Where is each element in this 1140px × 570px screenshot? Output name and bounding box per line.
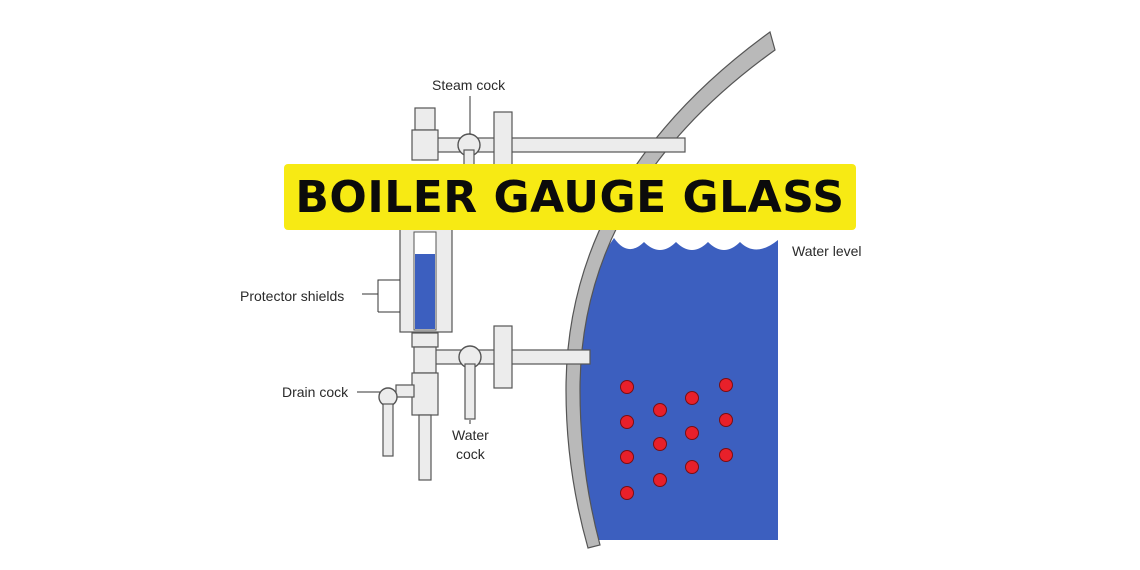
bubble: [620, 380, 634, 394]
bubble: [719, 378, 733, 392]
water-surface-waves: [614, 230, 778, 250]
bubble: [620, 486, 634, 500]
water-cock-label-line1: Water: [452, 427, 489, 443]
bubble: [719, 448, 733, 462]
water-flange: [493, 325, 513, 389]
boiler-water: [568, 230, 778, 540]
water-level-label: Water level: [792, 243, 862, 259]
water-cock-handle: [464, 363, 476, 420]
gauge-glass-water: [415, 254, 435, 329]
page-title: BOILER GAUGE GLASS: [295, 171, 845, 223]
drain-pipe: [418, 414, 432, 481]
bubble: [685, 391, 699, 405]
leader-lines: [357, 96, 471, 424]
water-cock-label-line2: cock: [456, 446, 485, 462]
bubble: [653, 437, 667, 451]
protector-shields-label: Protector shields: [240, 288, 345, 304]
bubble: [653, 473, 667, 487]
title-banner: BOILER GAUGE GLASS: [284, 164, 856, 230]
steam-connection: [429, 111, 686, 175]
bubble: [620, 450, 634, 464]
bubble: [620, 415, 634, 429]
water-connection: [429, 325, 591, 420]
bubble: [719, 413, 733, 427]
drain-cock-valve: [378, 387, 398, 407]
bubble: [653, 403, 667, 417]
bubble: [685, 460, 699, 474]
drain-cock-label: Drain cock: [282, 384, 349, 400]
steam-bubbles: [620, 378, 733, 500]
drain-cock-body: [395, 384, 415, 398]
steam-cock-label: Steam cock: [432, 77, 506, 93]
bubble: [685, 426, 699, 440]
drain-cock-handle: [382, 403, 394, 457]
